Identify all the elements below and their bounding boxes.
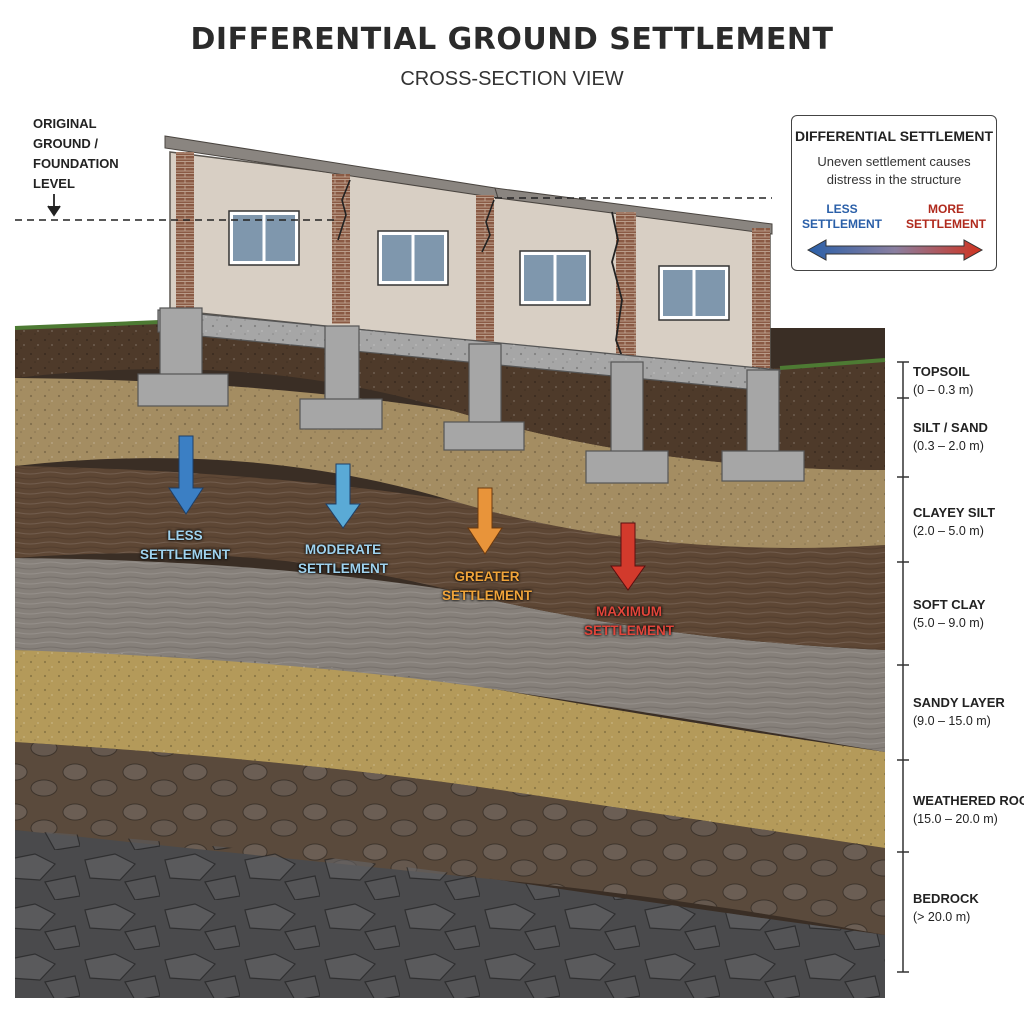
layer-range: (0.3 – 2.0 m) (913, 439, 984, 453)
legend-more-line: MORE (928, 202, 964, 216)
brick-column-3 (476, 195, 494, 343)
moderate-settlement-label: MODERATE SETTLEMENT (283, 540, 403, 578)
footing-4 (585, 361, 669, 484)
legend-title: DIFFERENTIAL SETTLEMENT (794, 128, 994, 144)
layer-name: SOFT CLAY (913, 597, 986, 612)
legend-more-label: MORE SETTLEMENT (904, 202, 988, 232)
layer-range: (5.0 – 9.0 m) (913, 616, 984, 630)
settlement-label-line: MAXIMUM (596, 604, 662, 619)
window-2 (377, 230, 449, 286)
diagram-title: DIFFERENTIAL GROUND SETTLEMENT (190, 22, 834, 57)
settlement-label-line: SETTLEMENT (298, 561, 388, 576)
greater-settlement-label: GREATER SETTLEMENT (427, 567, 547, 605)
legend-description-line: Uneven settlement causes (817, 154, 971, 169)
legend-description: Uneven settlement causes distress in the… (792, 153, 996, 189)
legend-less-line: LESS (826, 202, 858, 216)
layer-name: SANDY LAYER (913, 695, 1005, 710)
wall-crack-3 (611, 211, 625, 363)
footing-3 (443, 343, 525, 451)
layer-range: (> 20.0 m) (913, 910, 971, 924)
legend-less-line: SETTLEMENT (802, 217, 882, 231)
layer-label-weathered-rock: WEATHERED ROCK (15.0 – 20.0 m) (913, 791, 1024, 829)
layer-label-soft-clay: SOFT CLAY (5.0 – 9.0 m) (913, 595, 985, 633)
layer-range: (15.0 – 20.0 m) (913, 812, 998, 826)
layer-label-sandy-layer: SANDY LAYER (9.0 – 15.0 m) (913, 693, 1005, 731)
brick-column-2 (332, 174, 350, 324)
original-level-line: GROUND / (33, 136, 98, 151)
original-level-arrow-icon (47, 194, 61, 217)
moderate-settlement-arrow-icon (325, 463, 361, 529)
layer-name: WEATHERED ROCK (913, 793, 1024, 808)
wall-crack-2 (481, 199, 495, 253)
settlement-label-line: SETTLEMENT (140, 547, 230, 562)
diagram-subtitle: CROSS-SECTION VIEW (400, 68, 624, 90)
footing-5 (721, 369, 805, 482)
original-level-label: ORIGINAL GROUND / FOUNDATION LEVEL (33, 114, 119, 194)
footing-2 (299, 325, 383, 430)
legend-less-label: LESS SETTLEMENT (802, 202, 882, 232)
building (164, 135, 773, 373)
original-level-line: ORIGINAL (33, 116, 97, 131)
brick-column-1 (176, 152, 194, 312)
layer-label-silt-sand: SILT / SAND (0.3 – 2.0 m) (913, 418, 988, 456)
window-3 (519, 250, 591, 306)
depth-scale-ticks (897, 361, 909, 973)
layer-name: BEDROCK (913, 891, 979, 906)
brick-column-4 (616, 212, 636, 364)
legend-description-line: distress in the structure (826, 172, 962, 187)
maximum-settlement-arrow-icon (610, 522, 646, 591)
window-1 (228, 210, 300, 266)
layer-range: (9.0 – 15.0 m) (913, 714, 991, 728)
window-4 (658, 265, 730, 321)
layer-name: CLAYEY SILT (913, 505, 996, 520)
layer-label-clayey-silt: CLAYEY SILT (2.0 – 5.0 m) (913, 503, 995, 541)
settlement-label-line: LESS (167, 528, 203, 543)
footing-1 (137, 307, 229, 407)
legend-box: DIFFERENTIAL SETTLEMENT Uneven settlemen… (791, 115, 997, 271)
layer-range: (0 – 0.3 m) (913, 383, 974, 397)
legend-double-arrow-icon (806, 239, 984, 261)
layer-range: (2.0 – 5.0 m) (913, 524, 984, 538)
grass-strip-right (779, 358, 886, 370)
wall-crack-1 (337, 179, 351, 241)
roof-right (494, 187, 773, 235)
original-level-line: FOUNDATION (33, 156, 119, 171)
grass-strip-left (14, 320, 161, 330)
original-level-line: LEVEL (33, 176, 75, 191)
layer-name: TOPSOIL (913, 364, 970, 379)
settlement-label-line: GREATER (454, 569, 520, 584)
less-settlement-label: LESS SETTLEMENT (130, 526, 240, 564)
layer-label-topsoil: TOPSOIL (0 – 0.3 m) (913, 362, 973, 400)
layer-label-bedrock: BEDROCK (> 20.0 m) (913, 889, 979, 927)
layer-name: SILT / SAND (913, 420, 988, 435)
settlement-label-line: MODERATE (304, 542, 382, 557)
settlement-arrows (168, 435, 646, 591)
brick-column-5 (752, 228, 770, 368)
less-settlement-arrow-icon (168, 435, 204, 515)
settlement-label-line: SETTLEMENT (442, 588, 532, 603)
maximum-settlement-label: MAXIMUM SETTLEMENT (569, 602, 689, 640)
legend-more-line: SETTLEMENT (906, 217, 986, 231)
greater-settlement-arrow-icon (467, 487, 503, 555)
settlement-label-line: SETTLEMENT (584, 623, 674, 638)
